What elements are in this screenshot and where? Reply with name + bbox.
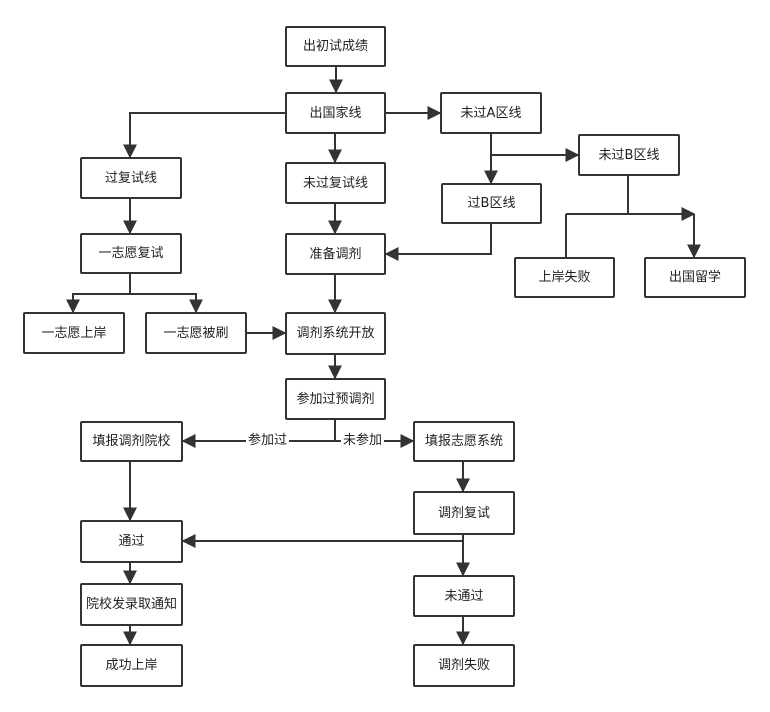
edge-n8-n13 — [130, 293, 203, 314]
edge-n6-n10 — [565, 214, 694, 257]
node-pass-b-zone-line: 过B区线 — [441, 183, 542, 224]
node-first-choice-retest: 一志愿复试 — [80, 233, 182, 274]
edge-n8-split — [66, 274, 131, 314]
node-fail-a-zone-line: 未过A区线 — [440, 92, 542, 134]
edge-label-not-participated: 未参加 — [341, 433, 385, 449]
edge-n7-n9 — [384, 224, 492, 261]
node-admission-success: 成功上岸 — [80, 644, 183, 687]
node-fill-adjustment-schools: 填报调剂院校 — [80, 421, 183, 462]
node-fill-application-system: 填报志愿系统 — [413, 421, 515, 462]
node-pre-adjustment-participated: 参加过预调剂 — [285, 378, 386, 420]
node-first-choice-admitted: 一志愿上岸 — [23, 312, 125, 354]
node-not-passed: 未通过 — [413, 575, 515, 617]
node-national-line: 出国家线 — [285, 92, 386, 134]
node-first-choice-rejected: 一志愿被刷 — [145, 312, 247, 354]
node-adjustment-retest: 调剂复试 — [413, 491, 515, 535]
node-passed: 通过 — [80, 520, 183, 563]
edge-n2-n4 — [123, 112, 285, 159]
node-first-exam-results: 出初试成绩 — [285, 26, 386, 67]
node-adjustment-system-open: 调剂系统开放 — [285, 312, 386, 355]
node-study-abroad: 出国留学 — [644, 257, 746, 298]
node-admission-failed: 上岸失败 — [514, 257, 615, 298]
node-fail-b-zone-line: 未过B区线 — [578, 134, 680, 176]
node-pass-retest-line: 过复试线 — [80, 157, 182, 199]
edge-label-participated: 参加过 — [246, 433, 290, 449]
node-admission-notice: 院校发录取通知 — [80, 583, 183, 626]
edge-n18-n19 — [181, 534, 464, 548]
node-fail-retest-line: 未过复试线 — [285, 162, 386, 204]
node-prepare-adjustment: 准备调剂 — [285, 233, 386, 275]
node-adjustment-failed: 调剂失败 — [413, 644, 515, 687]
